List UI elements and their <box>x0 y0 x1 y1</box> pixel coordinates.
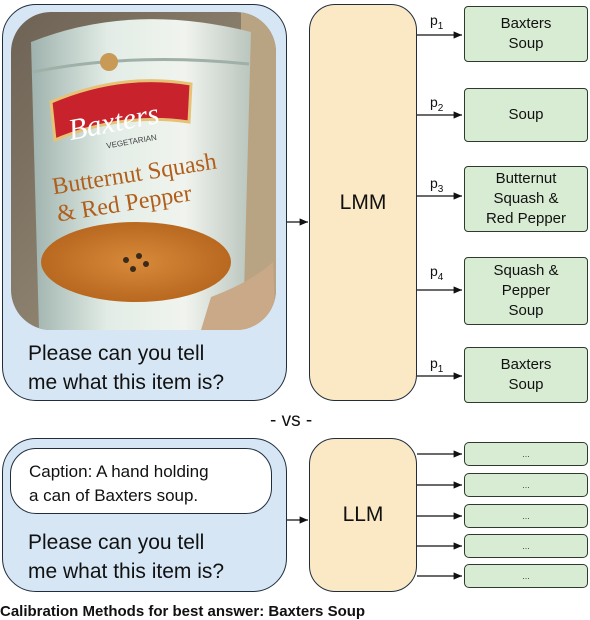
caption-bubble: Caption: A hand holding a can of Baxters… <box>10 448 272 514</box>
llm-question-text: Please can you tell me what this item is… <box>28 528 224 586</box>
vs-separator: - vs - <box>270 410 313 431</box>
prob-label-1: p1 <box>430 12 444 32</box>
prob-label-5: p1 <box>430 355 444 375</box>
llm-answer-box-5: ... <box>464 564 588 588</box>
lmm-model-label: LMM <box>339 190 387 214</box>
llm-answer-box-4: ... <box>464 534 588 558</box>
llm-answer-box-2: ... <box>464 473 588 497</box>
caption-line1: Caption: A hand holding <box>29 462 209 481</box>
prob-label-3: p3 <box>430 175 444 195</box>
prob-label-4: p4 <box>430 263 444 283</box>
caption-line2: a can of Baxters soup. <box>29 486 199 505</box>
soup-can-illustration: Baxters VEGETARIAN Butternut Squash & Re… <box>11 12 276 330</box>
lmm-question-line1: Please can you tell <box>28 342 205 365</box>
llm-answer-box-1: ... <box>464 442 588 466</box>
answer-box-2: Soup <box>464 88 588 142</box>
llm-question-line1: Please can you tell <box>28 531 205 554</box>
lmm-model-box: LMM <box>309 4 417 401</box>
llm-model-label: LLM <box>342 503 384 526</box>
prob-label-2: p2 <box>430 94 444 114</box>
soup-can-photo: Baxters VEGETARIAN Butternut Squash & Re… <box>11 12 276 330</box>
lmm-question-line2: me what this item is? <box>28 371 225 394</box>
llm-question-line2: me what this item is? <box>28 560 225 583</box>
lmm-question-text: Please can you tell me what this item is… <box>28 339 224 397</box>
llm-model-box: LLM <box>309 438 417 592</box>
footer-caption: Calibration Methods for best answer: Bax… <box>0 603 366 620</box>
llm-answer-box-3: ... <box>464 504 588 528</box>
